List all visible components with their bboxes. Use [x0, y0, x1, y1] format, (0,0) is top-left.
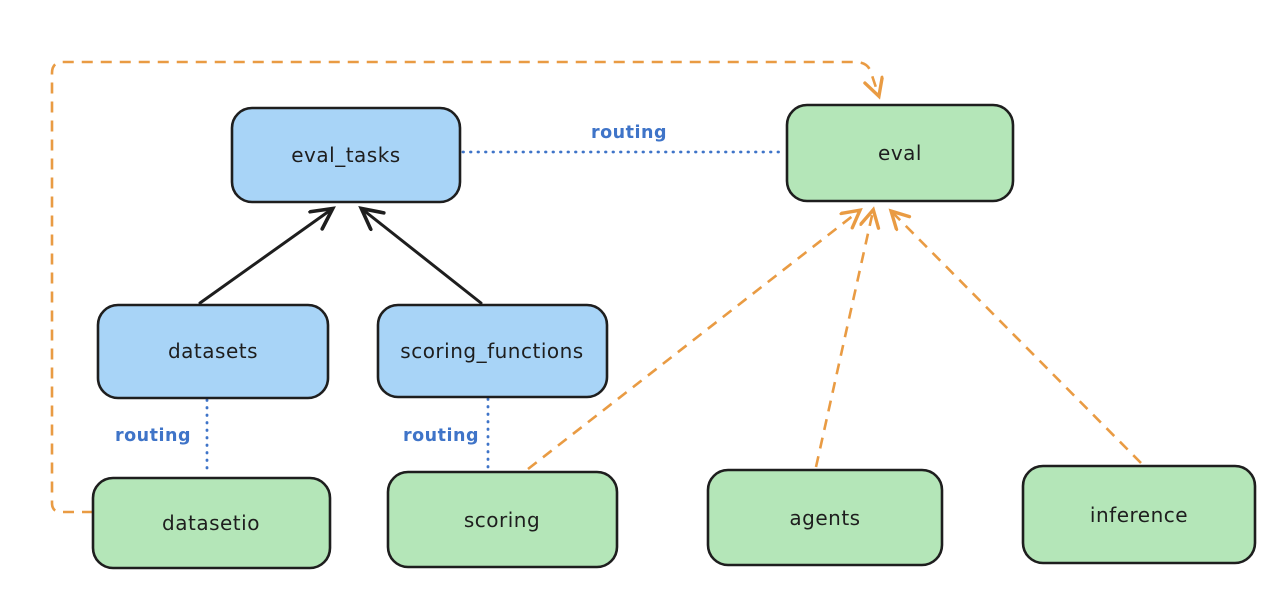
edge-datasetio-to-eval — [50, 60, 879, 514]
node-datasetio: datasetio — [91, 476, 332, 570]
node-agents: agents — [706, 468, 944, 567]
node-scoring-label: scoring — [464, 508, 540, 532]
edge-agents-to-eval — [814, 211, 873, 468]
node-inference-label: inference — [1090, 503, 1188, 527]
routing-label-top: routing — [591, 123, 667, 143]
routing-label-datasetio: routing — [115, 426, 191, 446]
node-inference-box — [1021, 464, 1257, 565]
node-scoring-functions-label: scoring_functions — [400, 339, 583, 363]
node-agents-box — [706, 468, 944, 567]
node-datasets-box — [96, 303, 330, 400]
node-scoring-functions: scoring_functions — [376, 303, 609, 399]
node-eval-label: eval — [878, 141, 922, 165]
edges-layer: routing routing routing — [50, 60, 1142, 514]
node-scoring: scoring — [386, 470, 619, 569]
edge-scoring-to-eval — [527, 211, 859, 471]
node-scoring-box — [386, 470, 619, 569]
node-scoring-functions-box — [376, 303, 609, 399]
node-datasetio-label: datasetio — [162, 511, 260, 535]
nodes-layer: eval_tasks eval datasets scoring_functio… — [91, 103, 1257, 570]
node-eval-box — [785, 103, 1015, 203]
edge-datasets-to-eval-tasks — [198, 209, 332, 305]
node-datasets-label: datasets — [168, 339, 258, 363]
routing-label-scoring: routing — [403, 426, 479, 446]
node-datasets: datasets — [96, 303, 330, 400]
node-datasetio-box — [91, 476, 332, 570]
edge-scoring-functions-to-eval-tasks — [362, 209, 483, 305]
node-eval: eval — [785, 103, 1015, 203]
node-inference: inference — [1021, 464, 1257, 565]
edge-inference-to-eval — [892, 212, 1142, 464]
node-eval-tasks-box — [230, 106, 462, 204]
node-agents-label: agents — [789, 506, 860, 530]
node-eval-tasks-label: eval_tasks — [291, 143, 400, 167]
node-eval-tasks: eval_tasks — [230, 106, 462, 204]
